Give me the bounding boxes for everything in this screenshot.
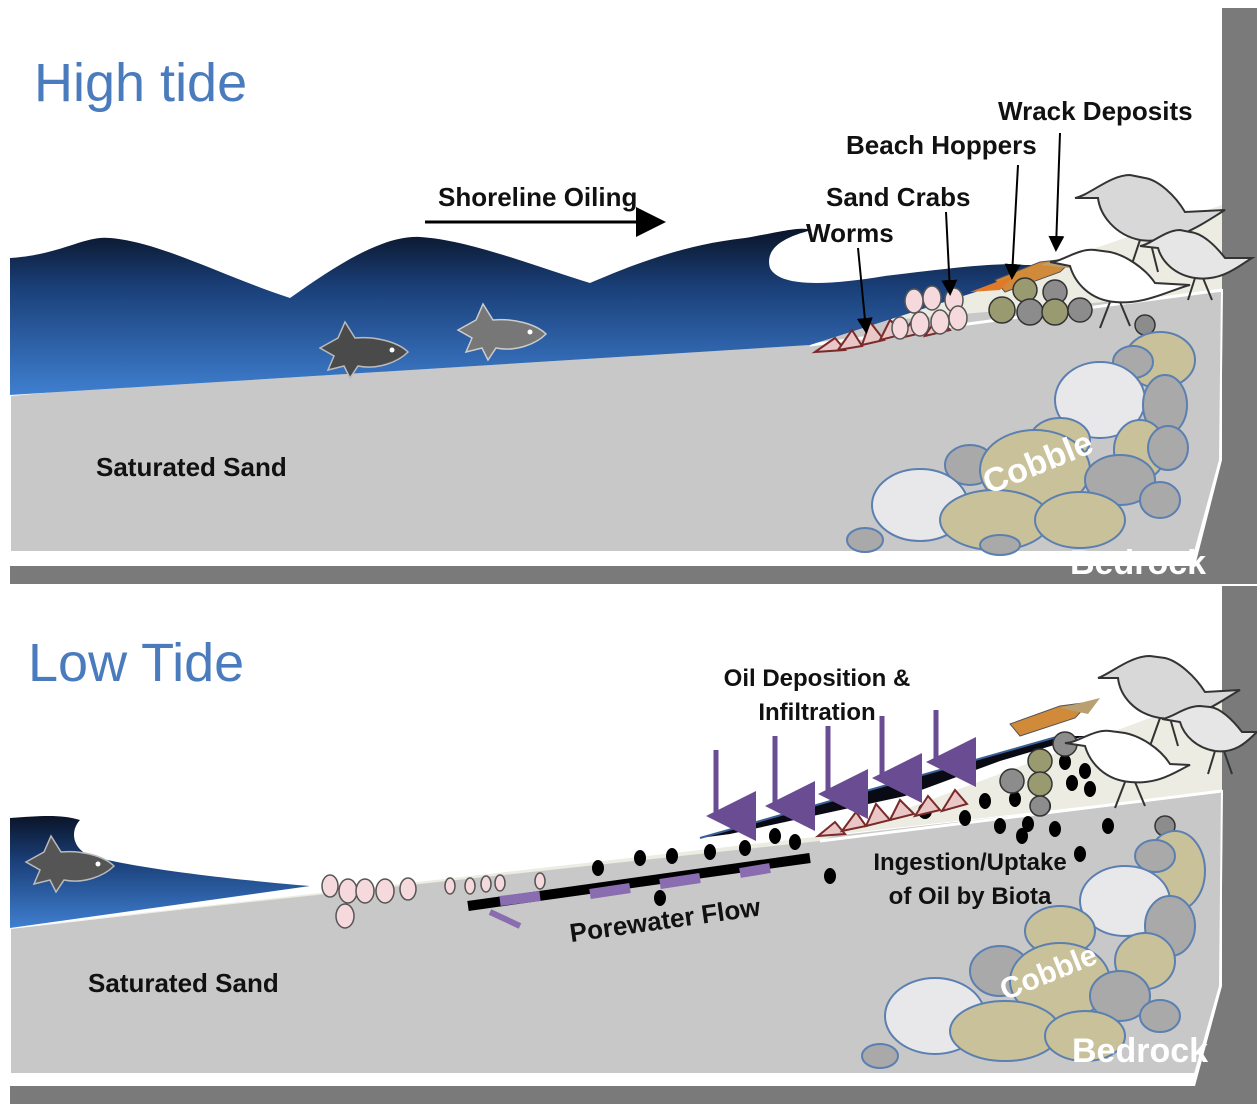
- sand-crabs: [891, 285, 968, 340]
- low-tide-diagram: [9, 586, 1257, 1104]
- sand-crabs-label: Sand Crabs: [826, 182, 971, 212]
- ingestion-line1: Ingestion/Uptake: [873, 849, 1067, 876]
- worms-label: Worms: [806, 218, 894, 248]
- cobble: [861, 830, 1206, 1069]
- oil-deposition-label: Oil Deposition & Infiltration: [702, 662, 932, 730]
- water: [10, 228, 1060, 395]
- fish-icon: [24, 834, 116, 894]
- shorebird-icon: [1097, 654, 1241, 747]
- bedrock-label: Bedrock: [1070, 544, 1207, 582]
- high-tide-title: High tide: [34, 53, 248, 113]
- worms: [814, 788, 969, 838]
- water: [10, 816, 310, 928]
- wrack-deposits: [1009, 698, 1100, 737]
- label-pointers: [856, 132, 1065, 334]
- fish-icon: [318, 320, 410, 380]
- porewater-flow-line: [467, 853, 811, 929]
- beach-hoppers: [988, 277, 1156, 336]
- oil-deposition-arrows: [706, 710, 976, 841]
- low-tide-title: Low Tide: [28, 633, 245, 693]
- shorebird-icon: [1074, 173, 1226, 273]
- saturated-sand-label: Saturated Sand: [96, 452, 287, 482]
- oil-deposition-line2: Infiltration: [758, 699, 876, 726]
- shorebird-icon: [1139, 228, 1256, 301]
- high-tide-panel: High tide Shoreline Oiling Wrack Deposit…: [9, 8, 1257, 584]
- cobble: [846, 331, 1196, 556]
- shorebird-icon: [1161, 704, 1257, 775]
- wrack-deposits-label: Wrack Deposits: [998, 96, 1193, 126]
- shoreline-oiling-label: Shoreline Oiling: [438, 182, 638, 212]
- oil-deposition-line1: Oil Deposition &: [723, 665, 911, 692]
- ingestion-line2: of Oil by Biota: [888, 883, 1052, 910]
- shorebird-icon: [1064, 729, 1191, 809]
- fish-icon: [456, 302, 548, 362]
- sand-crabs: [321, 872, 546, 929]
- saturated-sand-label: Saturated Sand: [88, 968, 279, 998]
- ingestion-label: Ingestion/Uptake of Oil by Biota: [855, 846, 1085, 914]
- high-tide-diagram: [9, 8, 1257, 584]
- beach-hoppers-label: Beach Hoppers: [846, 130, 1037, 160]
- bedrock-label: Bedrock: [1072, 1032, 1209, 1070]
- shorebird-icon: [1049, 248, 1191, 329]
- dry-sand: [10, 691, 1222, 928]
- low-tide-panel: Low Tide Oil Deposition & Infiltration I…: [0, 586, 1257, 1104]
